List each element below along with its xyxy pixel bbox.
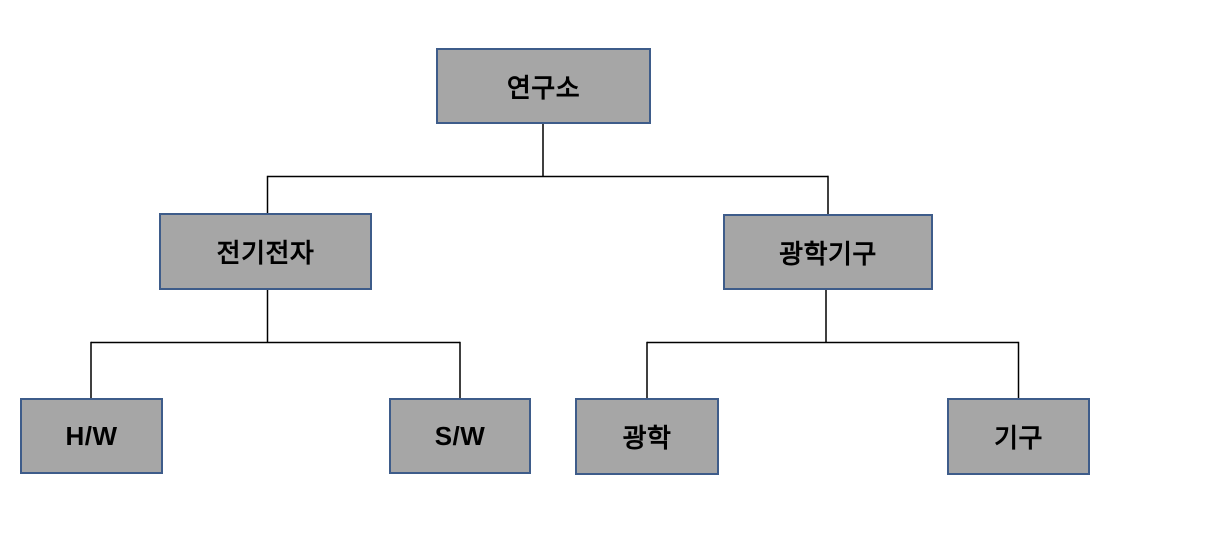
org-node-label: 연구소 [506, 72, 581, 103]
org-node-optical-instruments[interactable]: 광학기구 [723, 214, 933, 290]
org-node-electrical-electronics[interactable]: 전기전자 [159, 213, 372, 290]
org-node-optics[interactable]: 광학 [575, 398, 719, 475]
org-node-software[interactable]: S/W [389, 398, 531, 474]
org-node-hardware[interactable]: H/W [20, 398, 163, 474]
org-node-label: H/W [65, 420, 118, 451]
org-node-label: 기구 [994, 423, 1043, 453]
org-node-label: 광학기구 [779, 238, 877, 269]
org-node-label: 광학 [622, 423, 672, 453]
org-node-label: 전기전자 [216, 238, 315, 268]
org-node-research-institute[interactable]: 연구소 [436, 48, 651, 124]
org-node-label: S/W [434, 420, 486, 451]
org-node-mechanism[interactable]: 기구 [947, 398, 1090, 475]
